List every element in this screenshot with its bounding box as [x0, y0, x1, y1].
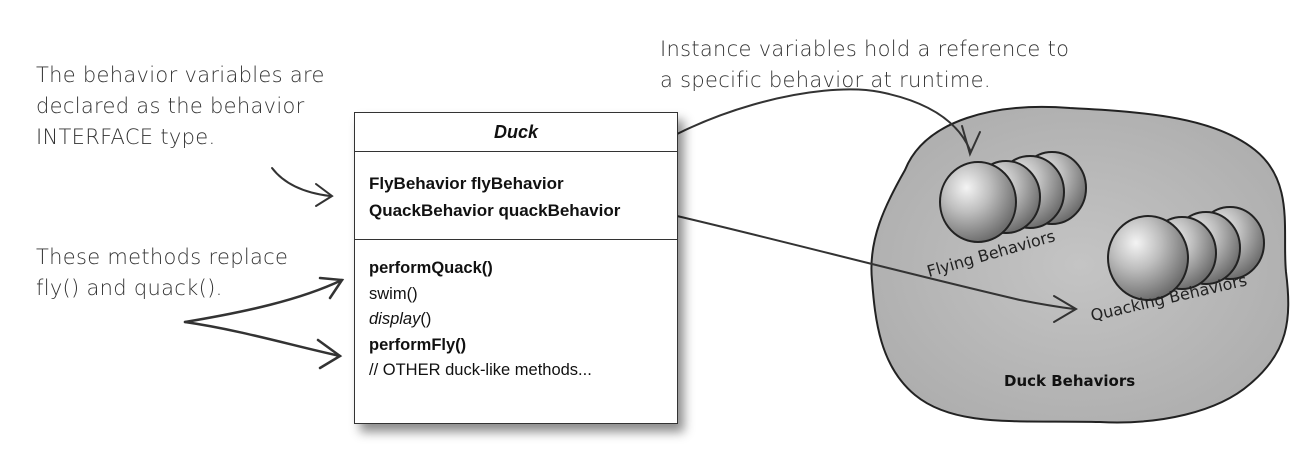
note-line: declared as the behavior — [36, 94, 305, 118]
method-perform-fly: performFly() — [369, 335, 467, 354]
arrow-quack-reference — [663, 212, 1078, 323]
class-methods: performQuack() swim() display() performF… — [355, 240, 677, 384]
arrow-to-perform-methods — [183, 276, 345, 370]
arrow-to-attributes — [271, 167, 334, 207]
note-line: These methods replace — [36, 245, 289, 269]
method-display: display() — [369, 307, 677, 333]
note-behavior-variables: The behavior variables are declared as t… — [36, 60, 336, 153]
method-perform-quack: performQuack() — [369, 259, 493, 277]
note-line: a specific behavior at runtime. — [660, 68, 991, 92]
note-line: fly() and quack(). — [36, 276, 223, 300]
method-display-parens: () — [420, 310, 432, 328]
note-line: INTERFACE type. — [36, 125, 216, 149]
note-methods-replace: These methods replace fly() and quack(). — [36, 242, 316, 304]
note-instance-variables: Instance variables hold a reference to a… — [660, 34, 1080, 96]
attribute-quack-behavior: QuackBehavior quackBehavior — [369, 201, 621, 220]
method-other: // OTHER duck-like methods... — [369, 361, 592, 379]
class-attributes: FlyBehavior flyBehavior QuackBehavior qu… — [355, 152, 677, 240]
method-display-name: display — [369, 310, 421, 328]
note-line: Instance variables hold a reference to — [660, 37, 1070, 61]
quacking-behaviors-spheres — [1107, 206, 1265, 301]
duck-class-box: Duck FlyBehavior flyBehavior QuackBehavi… — [354, 112, 678, 424]
attribute-fly-behavior: FlyBehavior flyBehavior — [369, 174, 564, 193]
note-line: The behavior variables are — [36, 63, 325, 87]
flying-behaviors-spheres — [939, 151, 1087, 243]
class-name: Duck — [355, 113, 677, 152]
duck-behaviors-label: Duck Behaviors — [1004, 372, 1136, 390]
method-swim: swim() — [369, 284, 418, 303]
